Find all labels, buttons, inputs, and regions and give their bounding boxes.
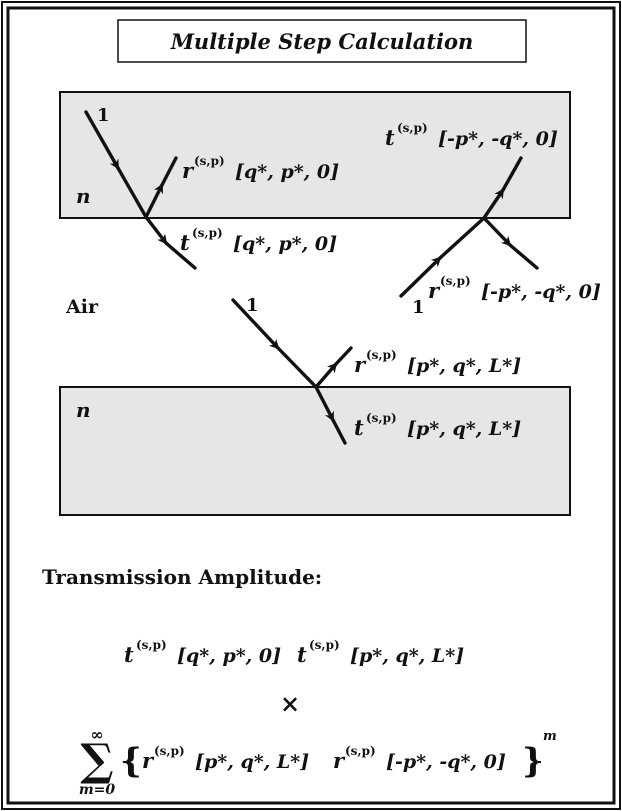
svg-text:(s,p): (s,p) — [194, 154, 225, 168]
bottom-transmit-ray-in — [314, 385, 335, 422]
times-symbol: × — [280, 689, 300, 718]
svg-text:[-p*, -q*, 0]: [-p*, -q*, 0] — [438, 128, 558, 150]
svg-text:(s,p): (s,p) — [345, 744, 376, 758]
right-reflect-label: r (s,p) [-p*, -q*, 0] — [428, 274, 601, 303]
svg-text:t: t — [297, 642, 307, 667]
top-reflect-label: r (s,p) [q*, p*, 0] — [182, 154, 339, 183]
svg-text:r: r — [428, 278, 441, 303]
svg-text:r: r — [182, 158, 195, 183]
bottom-incident-ray — [276, 346, 318, 389]
top-incident-ray — [116, 166, 148, 219]
series-sum: ∞ ∑ m=0 { r (s,p) [p*, q*, L*] r (s,p) [… — [79, 725, 557, 798]
top-slab-index: n — [76, 184, 91, 208]
top-incident-label: 1 — [97, 105, 110, 126]
right-incident-label: 1 — [412, 297, 425, 318]
svg-text:(s,p): (s,p) — [366, 411, 397, 425]
svg-text:t: t — [385, 125, 395, 150]
top-transmit-ray — [164, 241, 197, 270]
top-reflect-ray — [160, 156, 178, 187]
svg-text:t: t — [124, 642, 134, 667]
svg-text:(s,p): (s,p) — [154, 744, 185, 758]
svg-text:(s,p): (s,p) — [440, 274, 471, 288]
inner-frame — [6, 6, 616, 805]
bottom-reflect-ray — [334, 346, 353, 366]
top-transmit-ray-in — [144, 215, 168, 245]
sum-lower-limit: m=0 — [79, 782, 116, 798]
svg-text:t: t — [180, 230, 190, 255]
top-reflect-ray-in — [144, 183, 164, 219]
right-incident-ray — [438, 216, 486, 260]
transmission-heading: Transmission Amplitude: — [42, 565, 322, 589]
svg-text:[p*, q*, L*]: [p*, q*, L*] — [407, 418, 521, 440]
svg-text:[q*, p*, 0]: [q*, p*, 0] — [177, 645, 281, 667]
bottom-slab-index: n — [76, 398, 91, 422]
svg-text:(s,p): (s,p) — [136, 638, 167, 652]
sum-exponent: m — [543, 729, 557, 744]
bottom-transmit-ray — [331, 418, 347, 445]
svg-text:[q*, p*, 0]: [q*, p*, 0] — [233, 233, 337, 255]
svg-text:[-p*, -q*, 0]: [-p*, -q*, 0] — [386, 751, 506, 773]
svg-text:[p*, q*, L*]: [p*, q*, L*] — [407, 355, 521, 377]
bottom-reflect-label: r (s,p) [p*, q*, L*] — [354, 348, 521, 377]
bottom-slab — [59, 386, 571, 516]
top-slab — [59, 91, 571, 219]
bottom-incident-ray-in — [231, 298, 280, 350]
svg-text:(s,p): (s,p) — [366, 348, 397, 362]
top-exit-label: t (s,p) [-p*, -q*, 0] — [385, 121, 558, 150]
svg-text:r: r — [333, 748, 346, 773]
right-brace: } — [522, 741, 544, 781]
top-transmit-label: t (s,p) [q*, p*, 0] — [180, 226, 337, 255]
svg-text:(s,p): (s,p) — [192, 226, 223, 240]
page-title: Multiple Step Calculation — [170, 29, 474, 54]
svg-text:(s,p): (s,p) — [309, 638, 340, 652]
bottom-transmit-label: t (s,p) [p*, q*, L*] — [354, 411, 521, 440]
left-brace: { — [120, 741, 142, 781]
title-box — [117, 19, 527, 63]
right-reflect-ray-in — [482, 216, 512, 247]
sigma-symbol: ∑ — [80, 735, 113, 786]
svg-text:[-p*, -q*, 0]: [-p*, -q*, 0] — [481, 281, 601, 303]
svg-text:t: t — [354, 415, 364, 440]
right-reflect-ray — [508, 243, 539, 270]
bottom-reflect-ray-in — [314, 362, 338, 389]
sum-upper-limit: ∞ — [90, 725, 103, 744]
bottom-incident-label: 1 — [246, 295, 259, 316]
svg-text:r: r — [354, 352, 367, 377]
air-label: Air — [65, 296, 99, 318]
svg-text:[p*, q*, L*]: [p*, q*, L*] — [195, 751, 309, 773]
right-incident-ray-in — [399, 256, 442, 298]
svg-text:[p*, q*, L*]: [p*, q*, L*] — [350, 645, 464, 667]
right-transmit-ray-in — [482, 188, 505, 220]
svg-text:[q*, p*, 0]: [q*, p*, 0] — [235, 161, 339, 183]
top-incident-ray-in — [84, 110, 120, 170]
svg-text:(s,p): (s,p) — [397, 121, 428, 135]
right-transmit-ray — [501, 156, 523, 192]
transmission-product: t (s,p) [q*, p*, 0] t (s,p) [p*, q*, L*] — [124, 638, 464, 667]
svg-text:r: r — [142, 748, 155, 773]
